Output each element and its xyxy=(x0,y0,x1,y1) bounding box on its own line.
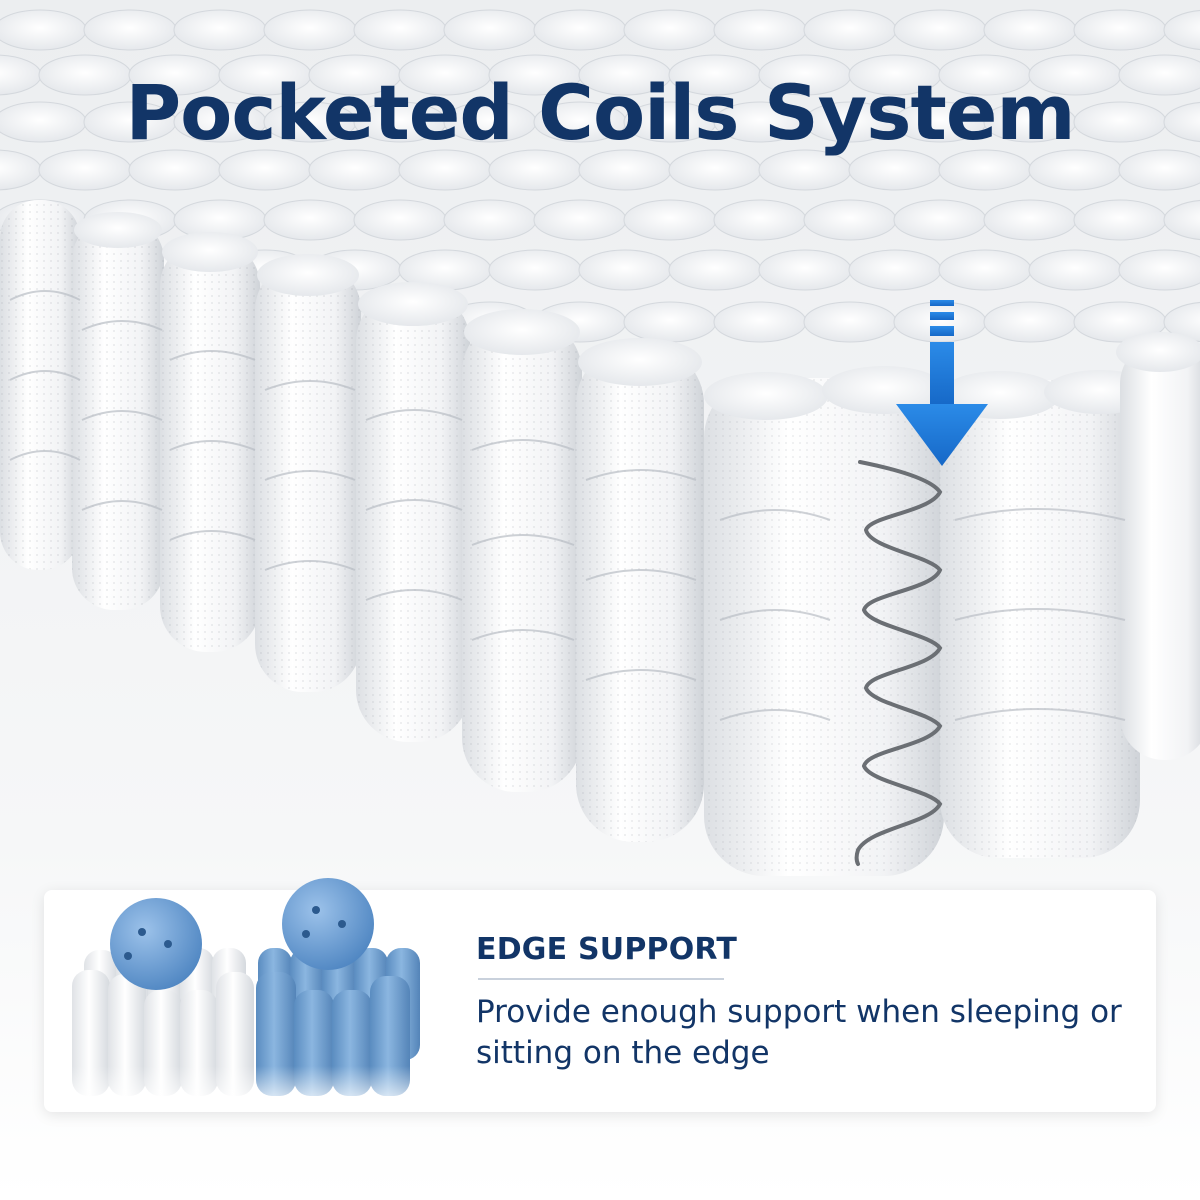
down-arrow-icon xyxy=(896,300,988,466)
edge-support-illustration xyxy=(64,878,444,1112)
weight-ball-left xyxy=(110,898,202,990)
edge-support-description: Provide enough support when sleeping or … xyxy=(476,994,1122,1071)
weight-ball-right xyxy=(282,878,374,970)
edge-support-title: EDGE SUPPORT xyxy=(476,932,738,967)
coil-rows-front xyxy=(0,200,1200,876)
edge-support-card: EDGE SUPPORT Provide enough support when… xyxy=(44,878,1156,1112)
page-title: Pocketed Coils System xyxy=(125,68,1075,157)
spring-icon xyxy=(854,460,943,866)
coil-rows-back xyxy=(0,9,1200,343)
title-underline xyxy=(478,978,724,980)
